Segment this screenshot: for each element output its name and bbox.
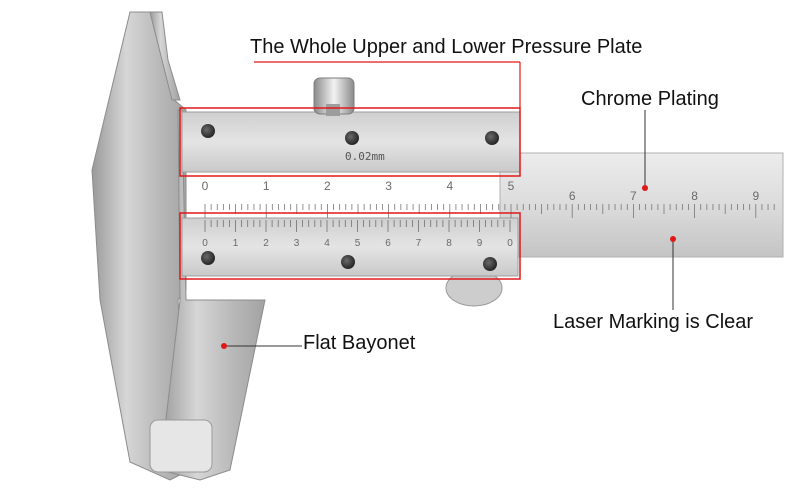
vernier-scale-numbers: 0 1 2 3 4 5 6 7 8 9 0 xyxy=(202,238,513,249)
laser-marking-label: Laser Marking is Clear xyxy=(553,311,754,333)
vernier-scale-number: 9 xyxy=(477,238,483,249)
screw-icon xyxy=(345,131,359,145)
main-beam xyxy=(499,152,784,258)
vernier-scale-ticks xyxy=(204,220,511,232)
main-scale-number: 5 xyxy=(508,179,515,193)
screw-icon xyxy=(485,131,499,145)
screw-icon xyxy=(483,257,497,271)
inside-jaw xyxy=(149,11,181,101)
bayonet-marker xyxy=(221,343,227,349)
vernier-scale-number: 0 xyxy=(202,238,208,249)
main-scale-number: 4 xyxy=(446,179,453,193)
lower-plate-highlight xyxy=(179,212,521,280)
jaw-tip xyxy=(149,419,213,473)
main-scale-number: 1 xyxy=(263,179,270,193)
upper-plate-highlight xyxy=(179,107,521,177)
main-scale-number: 8 xyxy=(691,189,698,203)
main-scale-numbers: 0 1 2 3 4 5 6 7 8 9 xyxy=(202,179,760,203)
chrome-marker xyxy=(642,185,648,191)
vernier-scale-number: 6 xyxy=(385,238,391,249)
screw-icon xyxy=(201,124,215,138)
vernier-scale-number: 8 xyxy=(446,238,452,249)
chrome-plating-label: Chrome Plating xyxy=(581,88,719,110)
vernier-scale-number: 3 xyxy=(294,238,300,249)
screw-icon xyxy=(201,251,215,265)
vernier-scale-number: 4 xyxy=(324,238,330,249)
main-scale-number: 6 xyxy=(569,189,576,203)
vernier-scale-number: 5 xyxy=(355,238,361,249)
screw-icon xyxy=(341,255,355,269)
vernier-resolution: 0.02mm xyxy=(345,150,385,163)
knob-stem xyxy=(326,104,340,116)
vernier-scale-number: 1 xyxy=(233,238,239,249)
main-scale-number: 0 xyxy=(202,179,209,193)
laser-marker xyxy=(670,236,676,242)
main-scale-number: 2 xyxy=(324,179,331,193)
main-scale-number: 3 xyxy=(385,179,392,193)
vernier-scale-number: 0 xyxy=(507,238,513,249)
main-scale-number: 7 xyxy=(630,189,637,203)
sliding-jaw xyxy=(159,109,266,481)
main-scale-number: 9 xyxy=(752,189,759,203)
vernier-scale-number: 2 xyxy=(263,238,269,249)
flat-bayonet-label: Flat Bayonet xyxy=(303,332,416,354)
pressure-plate-label: The Whole Upper and Lower Pressure Plate xyxy=(250,36,643,58)
vernier-scale-number: 7 xyxy=(416,238,422,249)
